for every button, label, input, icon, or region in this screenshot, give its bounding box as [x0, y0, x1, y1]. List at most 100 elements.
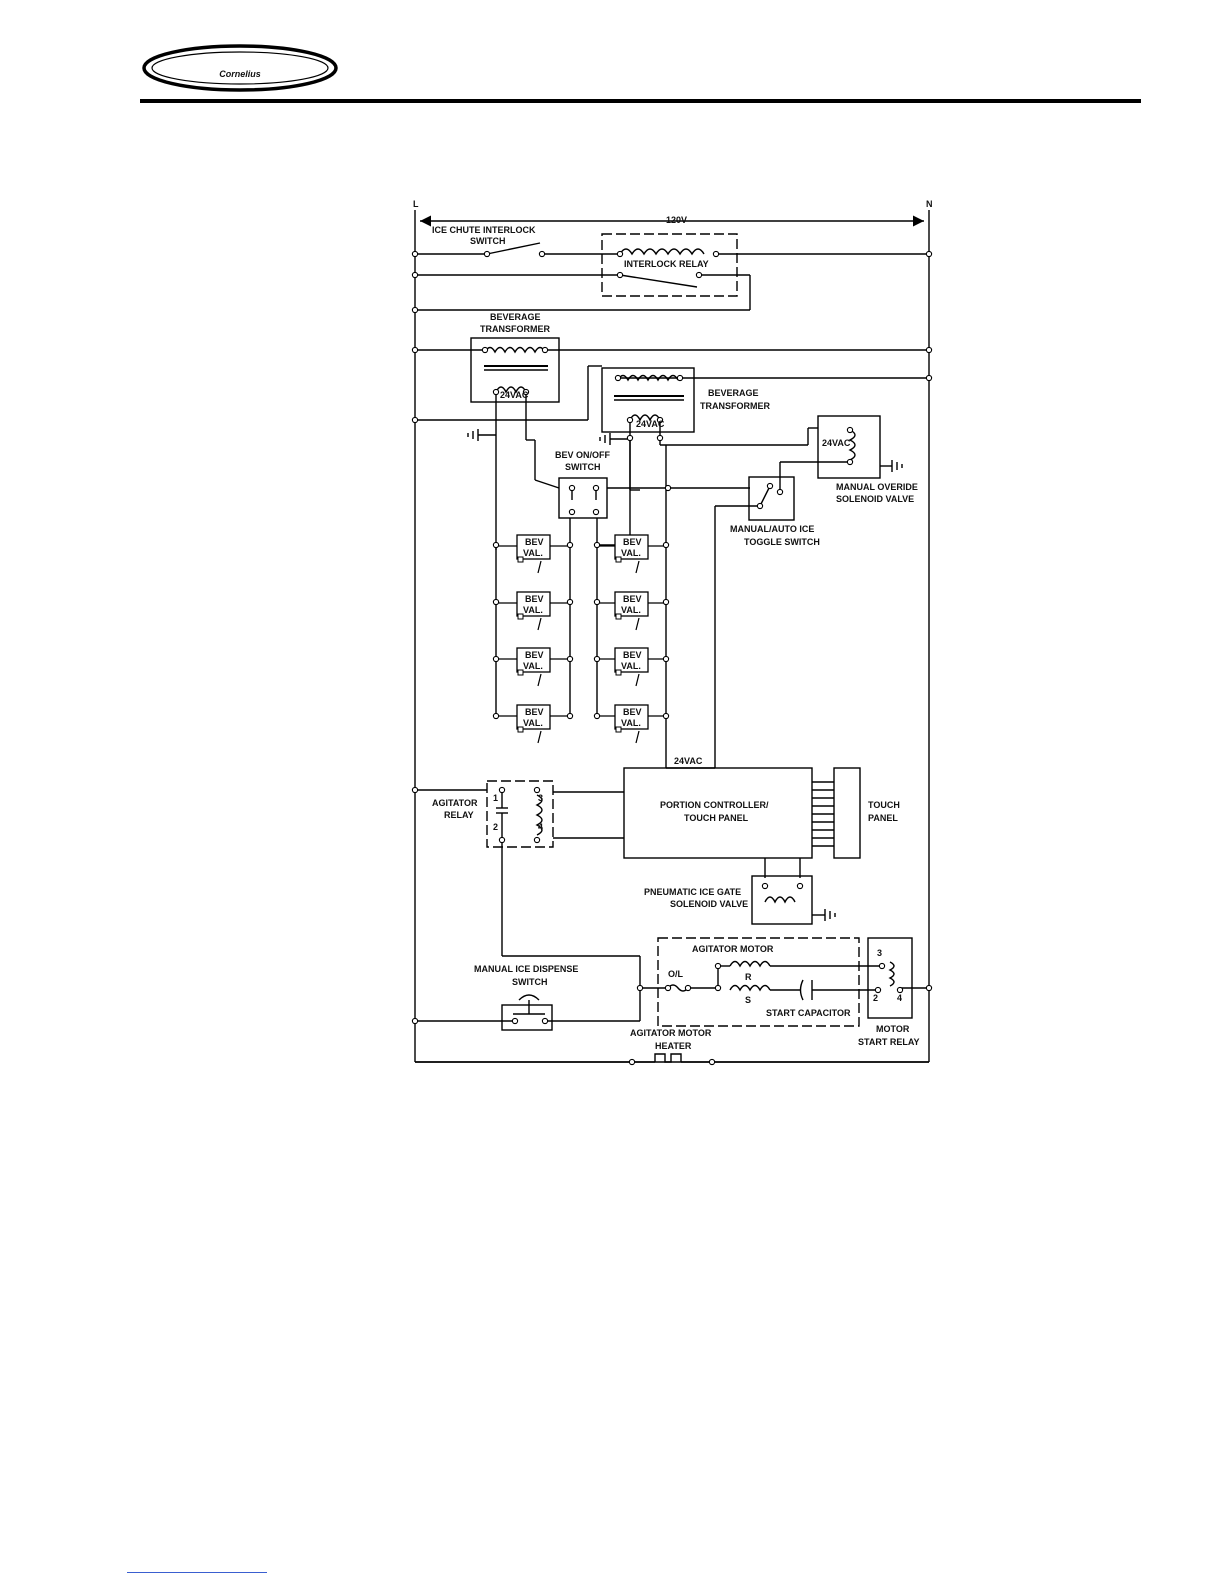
terminal-node	[568, 484, 576, 492]
terminal-node	[636, 984, 644, 992]
footer-link-underline[interactable]	[127, 1572, 267, 1573]
terminal-node	[533, 836, 541, 844]
ice-chute-label: ICE CHUTE INTERLOCK	[432, 225, 536, 235]
header-rule	[140, 99, 1141, 103]
bev-valve-label: BEV	[623, 594, 642, 604]
manual-override-label-2: SOLENOID VALVE	[836, 494, 914, 504]
terminal-node	[662, 541, 670, 549]
terminal-node	[592, 508, 600, 516]
terminal-node	[662, 712, 670, 720]
terminal-node	[761, 882, 769, 890]
bev-valve-label: BEV	[525, 707, 544, 717]
terminal-node	[481, 346, 489, 354]
voltage-label: 120V	[666, 215, 687, 225]
start-capacitor-label: START CAPACITOR	[766, 1008, 851, 1018]
manual-auto-label: MANUAL/AUTO ICE	[730, 524, 814, 534]
r-label: R	[745, 972, 752, 982]
terminal-node	[626, 416, 634, 424]
terminal-node	[925, 374, 933, 382]
terminal-node	[656, 434, 664, 442]
bev-valve-label-2: VAL.	[523, 718, 543, 728]
manual-ice-label-2: SWITCH	[512, 977, 548, 987]
bev-transformer-2-label: BEVERAGE	[708, 388, 759, 398]
motor-heater-label-2: HEATER	[655, 1041, 692, 1051]
interlock-relay-label: INTERLOCK RELAY	[624, 259, 709, 269]
pneumatic-label-2: SOLENOID VALVE	[670, 899, 748, 909]
terminal-node	[411, 306, 419, 314]
terminal-node	[925, 250, 933, 258]
touch-panel-label: TOUCH	[868, 800, 900, 810]
bev-onoff-label: BEV ON/OFF	[555, 450, 611, 460]
terminal-node	[492, 712, 500, 720]
terminal-node	[712, 250, 720, 258]
terminal-node	[628, 1058, 636, 1066]
terminal-node	[566, 541, 574, 549]
agitator-motor-label: AGITATOR MOTOR	[692, 944, 774, 954]
terminal-node	[498, 786, 506, 794]
terminal-node	[662, 655, 670, 663]
line-n-label: N	[926, 199, 933, 209]
logo-text: Cornelius	[219, 69, 261, 79]
terminal-node	[925, 346, 933, 354]
agitator-relay-label: AGITATOR	[432, 798, 478, 808]
vac-label-b: 24VAC	[636, 419, 665, 429]
ice-chute-label-2: SWITCH	[470, 236, 506, 246]
touch-panel-label-2: PANEL	[868, 813, 898, 823]
terminal-node	[411, 250, 419, 258]
pneumatic-label: PNEUMATIC ICE GATE	[644, 887, 741, 897]
terminal-node	[714, 962, 722, 970]
terminal-node	[568, 508, 576, 516]
relay-pin-4: 4	[538, 822, 543, 832]
terminal-node	[541, 1017, 549, 1025]
terminal-node	[874, 986, 882, 994]
terminal-node	[846, 458, 854, 466]
terminal-node	[593, 541, 601, 549]
terminal-node	[498, 836, 506, 844]
bev-valve-label-2: VAL.	[621, 661, 641, 671]
terminal-node	[714, 984, 722, 992]
bev-valve-label-2: VAL.	[523, 605, 543, 615]
terminal-node	[566, 655, 574, 663]
portion-controller-label: PORTION CONTROLLER/	[660, 800, 769, 810]
terminal-node	[411, 416, 419, 424]
bev-valve-label: BEV	[623, 650, 642, 660]
terminal-node	[593, 655, 601, 663]
wiring-diagram: BEVVAL.BEVVAL.BEVVAL.BEVVAL.BEVVAL.BEVVA…	[411, 199, 933, 1066]
motor-heater-label: AGITATOR MOTOR	[630, 1028, 712, 1038]
terminal-node	[925, 984, 933, 992]
terminal-node	[695, 271, 703, 279]
terminal-node	[566, 712, 574, 720]
terminal-node	[756, 502, 764, 510]
relay-pin-3: 3	[538, 793, 543, 803]
vac-label-c: 24VAC	[822, 438, 851, 448]
terminal-node	[676, 374, 684, 382]
terminal-node	[656, 416, 664, 424]
portion-controller-label-2: TOUCH PANEL	[684, 813, 749, 823]
manual-override-label: MANUAL OVERIDE	[836, 482, 918, 492]
ol-label: O/L	[668, 969, 684, 979]
terminal-node	[566, 598, 574, 606]
bev-valve-label: BEV	[623, 707, 642, 717]
bev-transformer-1-label-2: TRANSFORMER	[480, 324, 550, 334]
terminal-node	[411, 1017, 419, 1025]
terminal-node	[614, 374, 622, 382]
bev-valve-label: BEV	[525, 650, 544, 660]
terminal-node	[511, 1017, 519, 1025]
terminal-node	[411, 271, 419, 279]
terminal-node	[766, 482, 774, 490]
terminal-node	[411, 786, 419, 794]
manual-ice-label: MANUAL ICE DISPENSE	[474, 964, 578, 974]
terminal-node	[483, 250, 491, 258]
vac-label-d: 24VAC	[674, 756, 703, 766]
bev-valve-label-2: VAL.	[523, 548, 543, 558]
terminal-node	[662, 598, 670, 606]
bev-onoff-label-2: SWITCH	[565, 462, 601, 472]
bev-valve-label: BEV	[525, 594, 544, 604]
terminal-node	[896, 986, 904, 994]
